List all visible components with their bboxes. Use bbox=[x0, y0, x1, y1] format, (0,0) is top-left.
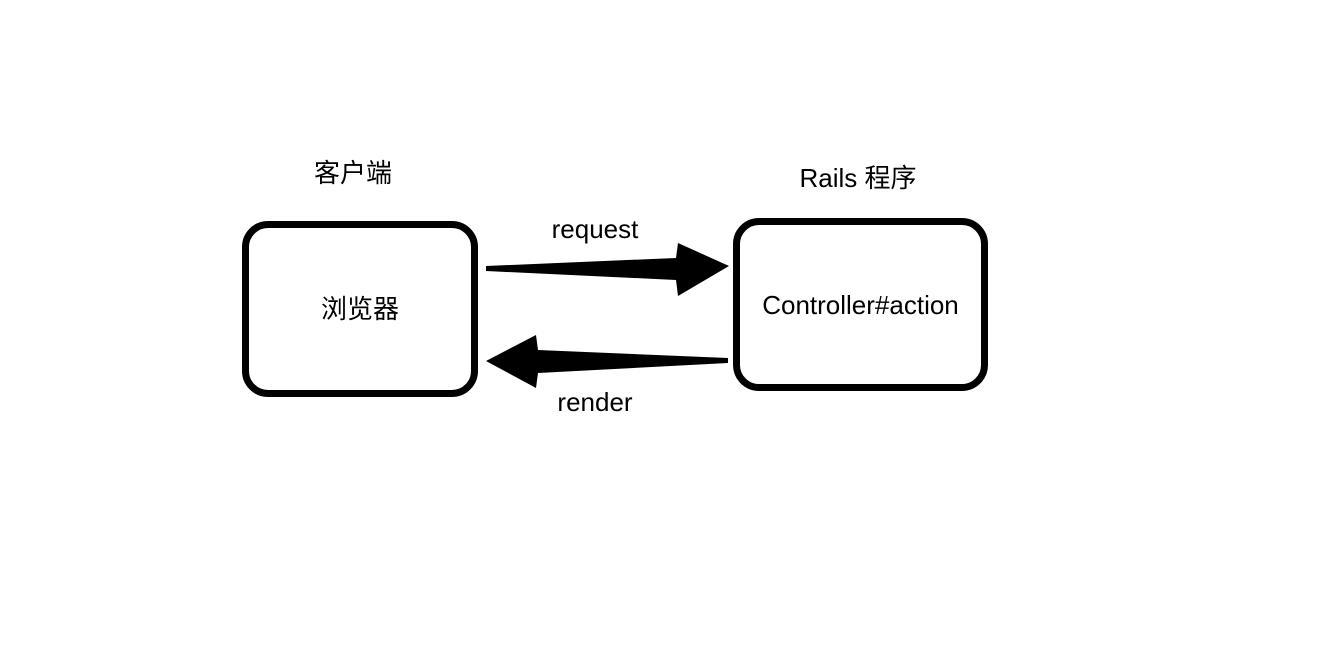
controller-box-label: Controller#action bbox=[762, 289, 959, 320]
request-arrow bbox=[486, 243, 729, 296]
server-title: Rails 程序 bbox=[799, 163, 917, 193]
client-title: 客户端 bbox=[313, 158, 392, 188]
render-arrow bbox=[486, 335, 728, 388]
browser-box-label: 浏览器 bbox=[320, 294, 399, 324]
request-label: request bbox=[551, 214, 639, 244]
browser-box: 浏览器 bbox=[242, 221, 478, 397]
controller-box: Controller#action bbox=[733, 218, 988, 391]
render-label: render bbox=[557, 387, 633, 417]
